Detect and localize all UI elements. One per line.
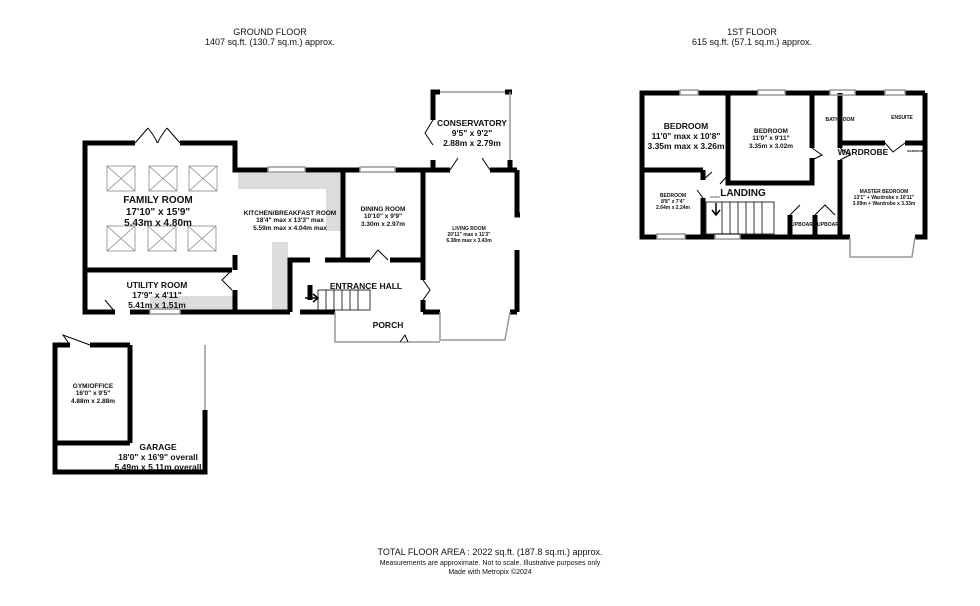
conservatory-label: CONSERVATORY 9'5" x 9'2" 2.88m x 2.79m: [437, 118, 507, 148]
ensuite-label: ENSUITE: [891, 115, 913, 121]
ground-floor-title: GROUND FLOOR: [233, 27, 307, 37]
bathroom-label: BATHROOM: [825, 117, 855, 123]
wardrobe-small-label: WARDROBE: [907, 149, 925, 153]
garage-label: GARAGE 18'0" x 16'9" overall 5.49m x 5.1…: [114, 442, 202, 472]
skylights: [106, 165, 218, 252]
bedroom-1-label: BEDROOM 11'0" max x 10'8" 3.35m max x 3.…: [647, 121, 725, 151]
family-room-label: FAMILY ROOM 17'10" x 15'9" 5.43m x 4.80m: [123, 195, 193, 229]
entrance-hall-label: ENTRANCE HALL: [329, 281, 403, 291]
first-floor-walls: [639, 90, 928, 240]
total-floor-area: TOTAL FLOOR AREA : 2022 sq.ft. (187.8 sq…: [377, 547, 603, 557]
living-room-label: LIVING ROOM 20'11" max x 11'3" 6.38m max…: [446, 226, 492, 244]
ground-floor-doors: [61, 119, 491, 346]
kitchen-label: KITCHEN/BREAKFAST ROOM 18'4" max x 13'3"…: [243, 210, 337, 232]
credit: Made with Metropix ©2024: [448, 569, 532, 576]
disclaimer: Measurements are approximate. Not to sca…: [379, 560, 601, 567]
ground-floor-area: 1407 sq.ft. (130.7 sq.m.) approx.: [204, 37, 336, 47]
dining-room-label: DINING ROOM 10'10" x 9'9" 3.30m x 2.97m: [360, 206, 406, 228]
first-floor-area: 615 sq.ft. (57.1 sq.m.) approx.: [691, 37, 813, 47]
ground-floor-windows: [149, 91, 511, 410]
master-bedroom-label: MASTER BEDROOM 13'1" + Wardrobe x 10'11"…: [852, 189, 916, 207]
bedroom-3-label: BEDROOM 8'8" x 7'4" 2.64m x 2.24m: [656, 193, 690, 211]
kitchen-units: [150, 173, 341, 310]
first-floor-title: 1ST FLOOR: [727, 27, 777, 37]
utility-room-label: UTILITY ROOM 17'9" x 4'11" 5.41m x 1.51m: [126, 280, 188, 310]
first-floor-windows: [656, 89, 916, 258]
down-label: DOWN: [710, 195, 720, 199]
first-floor-stairs: [705, 201, 775, 235]
gym-office-label: GYM/OFFICE 16'0" x 9'5" 4.88m x 2.88m: [70, 383, 116, 405]
cupboard-1-label: CUPBOARD: [787, 222, 817, 228]
cupboard-2-label: CUPBOARD: [813, 222, 843, 228]
first-floor-doors: [696, 142, 906, 216]
stairs-ground: [305, 289, 371, 311]
landing-label: LANDING: [720, 188, 766, 199]
porch-label: PORCH: [372, 320, 404, 330]
wardrobe-label: WARDROBE: [837, 147, 889, 157]
bedroom-2-label: BEDROOM 11'0" x 9'11" 3.35m x 3.02m: [748, 128, 794, 150]
ground-floor-walls: [52, 89, 520, 475]
